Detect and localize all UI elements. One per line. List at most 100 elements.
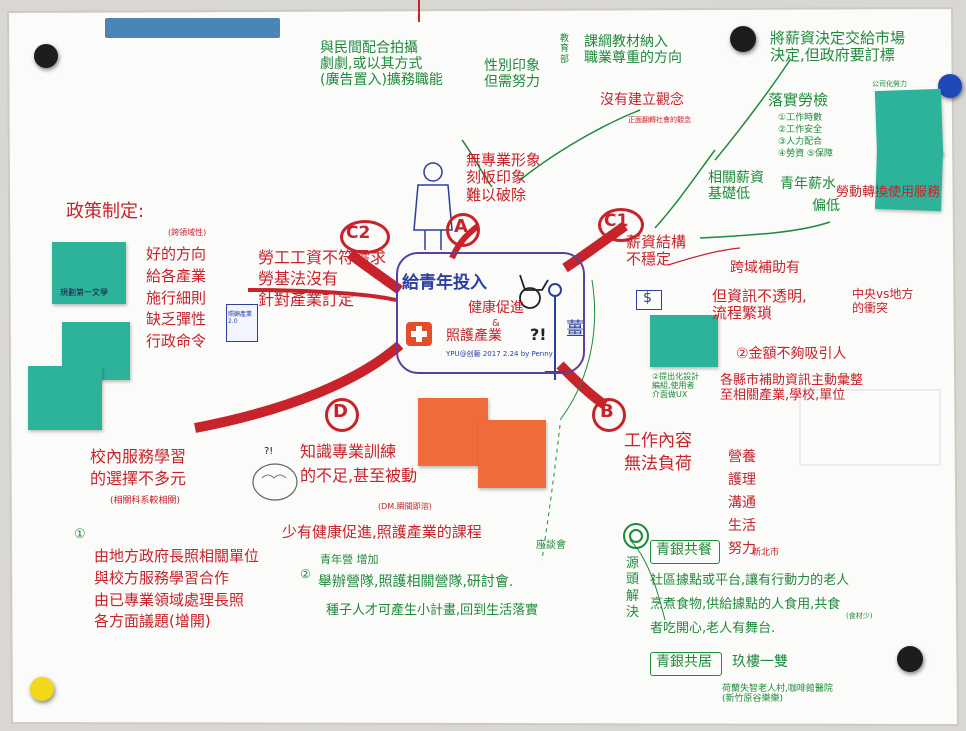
label-C1: C1 xyxy=(604,211,629,231)
label-circle-C1 xyxy=(598,208,644,242)
C1-subsidy: 跨域補助有 xyxy=(730,260,800,276)
first-aid-cross-h xyxy=(411,331,427,337)
blue-ruler xyxy=(105,18,280,38)
sticky-note-orange-1 xyxy=(418,398,488,466)
C1-conflict: 中央vs地方 的衝突 xyxy=(852,287,914,315)
source-line1: 社區據點或平台,讓有行動力的老人 xyxy=(650,573,850,588)
policy-title: 政策制定: xyxy=(66,201,145,222)
center-title: 給青年投入 xyxy=(402,273,487,293)
A-edu-vertical: 教育部 xyxy=(560,34,570,65)
question-marks-brain: ?! xyxy=(264,446,274,457)
school-title: 校內服務學習 的選擇不多元 xyxy=(90,447,187,489)
A-top-left: 與民間配合拍攝 劇劇,或以其方式 (廣告置入)擴務職能 xyxy=(320,40,443,89)
C1-low: 偏低 xyxy=(812,198,840,214)
label-circle-D xyxy=(325,398,359,432)
label-circle-A xyxy=(446,213,480,247)
C1-top-tag: 公司化勞力 xyxy=(872,80,907,88)
C1-implement: 落實勞檢 xyxy=(768,91,829,109)
D-main: 知識專業訓練 的不足,甚至被動 xyxy=(300,442,418,485)
C1-money: ②金額不夠吸引人 xyxy=(736,346,847,362)
red-marker-line xyxy=(418,0,420,22)
solution-mid-title: 少有健康促進,照護產業的課程 xyxy=(282,523,482,541)
source-line3: 者吃開心,老人有舞台. xyxy=(650,621,776,636)
B-newbie: 新北市 xyxy=(752,548,780,558)
A-right: 沒有建立觀念 xyxy=(600,92,684,108)
center-line3: & xyxy=(492,318,500,329)
sticky-policy-text: 規劃第一文學 xyxy=(60,288,108,297)
center-topic-box xyxy=(396,252,585,374)
source-small: (食材少) xyxy=(846,612,873,620)
C1-labor-transfer: 勞動轉換使用服務 xyxy=(836,185,941,200)
source-line4: 玖樓一雙 xyxy=(732,654,788,670)
C1-top: 將薪資決定交給市場 決定,但政府要訂標 xyxy=(770,29,906,65)
solution-mid-seminar: 座談會 xyxy=(536,540,566,551)
C1-main: 薪資結構 不穩定 xyxy=(626,233,687,269)
C1-solution: 各縣市補助資訊主動彙整 至相關產業,學校,單位 xyxy=(720,373,864,403)
source-line5: 荷蘭失智老人村,咖啡館醫院 (新竹原谷樂樂) xyxy=(722,684,833,705)
sticky-note-policy: 規劃第一文學 xyxy=(52,242,126,304)
brain-doodle xyxy=(252,463,298,501)
tea-glyph: 薑 xyxy=(566,319,584,340)
C2-main: 勞工工資不符需求 勞基法沒有 針對產業訂定 xyxy=(258,248,387,309)
policy-items: 好的方向 給各產業 施行細則 缺乏彈性 行政命令 xyxy=(146,245,207,350)
school-sub: (相關科系較相關) xyxy=(110,496,181,506)
branch-D xyxy=(194,341,404,433)
solution-mid-youth-club: 青年營 增加 xyxy=(320,553,379,566)
label-circle-C2 xyxy=(340,220,390,254)
center-line2: 健康促進 xyxy=(468,300,524,316)
label-A: A xyxy=(454,216,468,237)
C1-salary-youth: 青年薪水 xyxy=(780,176,836,192)
solution-mid-text: 舉辦營隊,照護相關營隊,研討會. xyxy=(318,574,514,590)
C1-info: 但資訊不透明, 流程繁瑣 xyxy=(712,287,807,323)
center-question-marks: ?! xyxy=(530,325,547,344)
label-D: D xyxy=(333,401,348,422)
center-signature: YPU@创藝 2017 2.24 by Penny xyxy=(446,350,553,358)
sticky-note-right-2 xyxy=(874,148,944,212)
C1-items: ①工作時數 ②工作安全 ③人力配合 ④勞資 ⑤保障 xyxy=(778,113,833,160)
black-magnet-topright xyxy=(730,26,756,52)
B-list: 營養 護理 溝通 生活 努力 xyxy=(728,449,756,558)
B-main: 工作內容 無法負荷 xyxy=(624,431,692,474)
C2-book: 照顧產業2.0 xyxy=(228,311,253,325)
A-middle: 性別印象 但需努力 xyxy=(484,58,540,91)
C1-sticky-note: ②提出化設計 編組,使用者 介面做UX xyxy=(652,372,700,400)
source-tag1-box xyxy=(650,540,720,564)
sticky-note-orange-2 xyxy=(478,420,546,488)
person-doodle xyxy=(423,162,443,182)
wheelchair-doodle xyxy=(519,287,541,309)
A-main: 無專業形象 刻板印象 難以破除 xyxy=(466,151,542,204)
book-icon xyxy=(226,304,258,342)
branch-policy xyxy=(247,288,397,302)
black-magnet-topleft xyxy=(34,44,58,68)
C1-dollar: $ xyxy=(643,290,652,306)
sticky-note-c1 xyxy=(650,315,718,367)
spiral-icon xyxy=(623,523,649,549)
solution-mid-num: ② xyxy=(300,567,311,581)
sticky-note-right-1 xyxy=(874,88,944,158)
label-B: B xyxy=(600,401,614,422)
C1-base: 相關薪資 基礎低 xyxy=(708,170,764,203)
source-tag2-box xyxy=(650,652,722,676)
black-magnet-bottomright xyxy=(897,646,923,672)
label-C2: C2 xyxy=(346,223,371,243)
solution-left-num: ① xyxy=(74,527,86,542)
solution-mid-end: 種子人才可產生小計畫,回到生活落實 xyxy=(326,603,539,618)
A-top-right: 課綱教材納入 職業尊重的方向 xyxy=(584,34,682,67)
dollar-box xyxy=(636,290,662,310)
label-circle-B xyxy=(592,398,626,432)
source-line2: 烹煮食物,供給據點的人食用,共食 xyxy=(650,597,841,612)
yellow-magnet xyxy=(30,677,54,701)
blue-magnet xyxy=(938,74,962,98)
source-vertical: 源 頭 解 決 xyxy=(626,556,640,620)
center-line4: 照護產業 xyxy=(446,328,502,344)
D-sub: (DM.瞬間即溶) xyxy=(378,502,432,511)
source-tag1: 青銀共餐 xyxy=(656,542,712,558)
branch-C2 xyxy=(347,249,403,295)
solution-left-text: 由地方政府長照相關單位 與校方服務學習合作 由已專業領域處理長照 各方面議題(增… xyxy=(94,547,260,631)
sticky-note-left-2 xyxy=(28,366,102,430)
source-tag2: 青銀共居 xyxy=(656,654,712,670)
policy-subtitle: (跨領域性) xyxy=(168,228,207,237)
A-right-small: 正面翻轉社會的觀念 xyxy=(628,116,691,124)
